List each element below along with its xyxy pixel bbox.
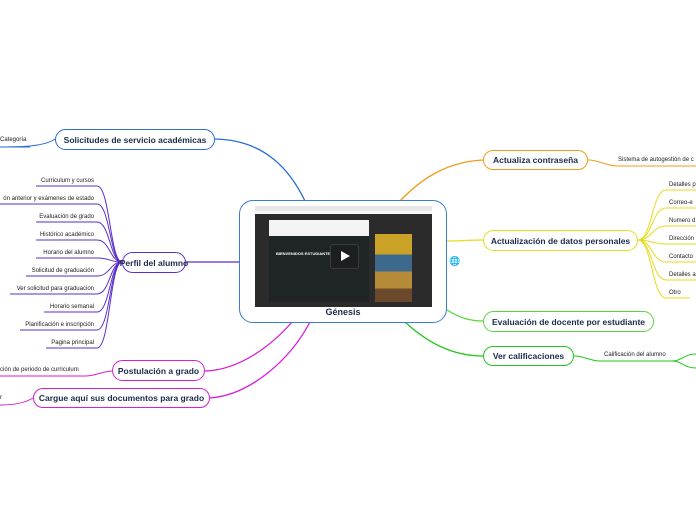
globe-icon[interactable]: 🌐 — [449, 256, 461, 266]
leaf-cargue[interactable]: r — [0, 395, 2, 401]
leaf-perfil[interactable]: Horario del alumno — [43, 250, 94, 256]
node-postulacion[interactable]: Postulación a grado — [112, 360, 205, 381]
leaf-datos[interactable]: Detalles a — [669, 272, 696, 278]
leaf-perfil[interactable]: ón anterior y exámenes de estado — [3, 196, 94, 202]
leaf-datos[interactable]: Contacto — [669, 254, 694, 260]
node-cargue-label: Cargue aquí sus documentos para grado — [38, 393, 205, 403]
node-calificaciones-label: Ver calificaciones — [492, 351, 565, 361]
leaf-datos[interactable]: Correo-e — [669, 200, 693, 206]
leaf-perfil[interactable]: Pagina principal — [51, 340, 94, 346]
video-thumbnail[interactable]: BIENVENIDOS ESTUDIANTES — [255, 206, 432, 307]
node-perfil-label: Perfil del alumno — [119, 257, 189, 268]
browser-bar — [255, 206, 432, 211]
leaf-calificaciones[interactable]: Calificación del alumno — [604, 352, 666, 358]
leaf-datos[interactable]: Detalles p — [669, 182, 696, 188]
photo-tiles — [375, 234, 412, 302]
node-datos-label: Actualización de datos personales — [490, 235, 631, 246]
node-postulacion-label: Postulación a grado — [117, 365, 200, 376]
leaf-perfil[interactable]: Horario semanal — [49, 304, 94, 310]
node-contrasena-label: Actualiza contraseña — [492, 155, 579, 165]
node-solicitudes[interactable]: Solicitudes de servicio académicas — [55, 129, 215, 150]
leaf-categoria[interactable]: Categoría — [0, 137, 27, 143]
leaf-perfil[interactable]: Ver solicitud para graduacion — [16, 286, 94, 292]
node-cargue[interactable]: Cargue aquí sus documentos para grado — [33, 388, 210, 408]
video-header — [269, 220, 369, 236]
leaf-perfil[interactable]: Curriculum y cursos — [40, 178, 94, 184]
leaf-contrasena[interactable]: Sistema de autogestión de c — [618, 157, 694, 163]
central-topic[interactable]: BIENVENIDOS ESTUDIANTES Génesis — [239, 200, 447, 323]
central-topic-label: Génesis — [325, 307, 361, 317]
browser-address-bar — [255, 211, 432, 214]
leaf-perfil[interactable]: Planificación e inscripción — [25, 322, 94, 328]
node-contrasena[interactable]: Actualiza contraseña — [483, 150, 588, 170]
node-evaluacion[interactable]: Evaluación de docente por estudiante — [483, 311, 654, 332]
leaf-perfil[interactable]: Evaluación de grado — [39, 214, 94, 220]
node-datos[interactable]: Actualización de datos personales — [483, 230, 638, 251]
video-welcome-text: BIENVENIDOS ESTUDIANTES — [276, 251, 333, 256]
leaf-datos[interactable]: Otro — [669, 290, 681, 296]
leaf-perfil[interactable]: Histórico académico — [39, 232, 94, 238]
leaf-perfil[interactable]: Solicitud de graduación — [31, 268, 94, 274]
node-perfil[interactable]: Perfil del alumno — [119, 252, 189, 273]
node-solicitudes-label: Solicitudes de servicio académicas — [63, 134, 207, 145]
leaf-datos[interactable]: Dirección — [669, 236, 695, 242]
node-evaluacion-label: Evaluación de docente por estudiante — [491, 316, 646, 327]
play-icon[interactable] — [330, 244, 359, 269]
node-calificaciones[interactable]: Ver calificaciones — [483, 346, 574, 366]
leaf-datos[interactable]: Numero d — [669, 218, 696, 224]
leaf-postulacion[interactable]: ción de periodo de curriculum — [0, 367, 79, 373]
